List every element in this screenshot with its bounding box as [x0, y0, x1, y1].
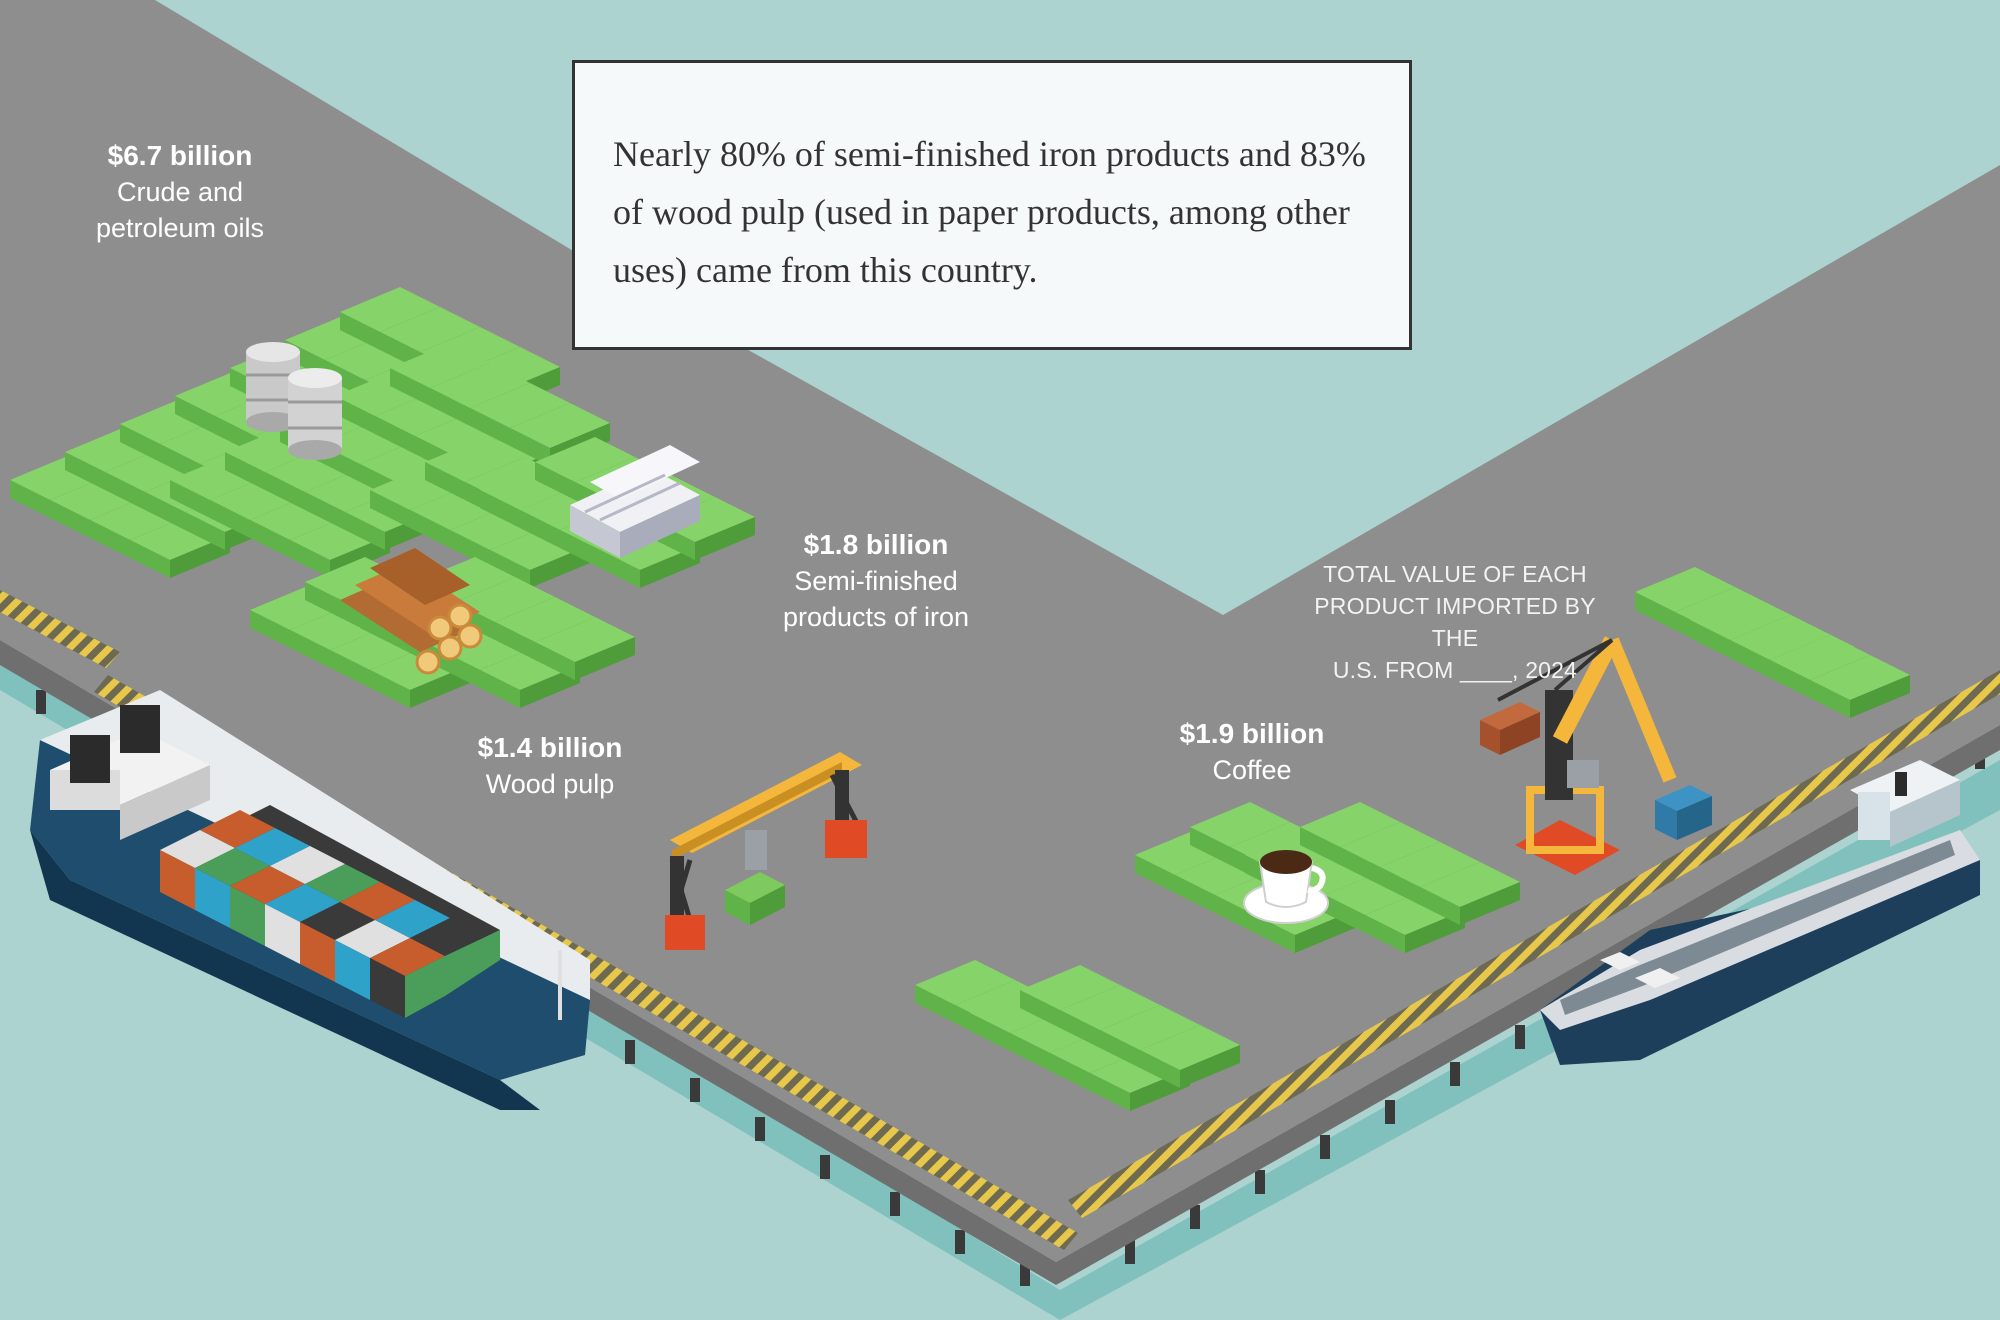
- label-coffee: $1.9 billion Coffee: [1152, 716, 1352, 788]
- logs-icon: [340, 548, 483, 675]
- caption-line-3: U.S. FROM ____, 2024: [1332, 657, 1578, 683]
- label-iron: $1.8 billion Semi-finished products of i…: [756, 527, 996, 635]
- label-wood-pulp: $1.4 billion Wood pulp: [450, 730, 650, 802]
- oil-barrels-icon: [246, 342, 342, 460]
- label-crude-oil: $6.7 billion Crude and petroleum oils: [80, 138, 280, 246]
- value-crude-oil: $6.7 billion: [107, 140, 253, 171]
- quote-box: Nearly 80% of semi-finished iron product…: [572, 60, 1412, 350]
- product-wood-pulp: Wood pulp: [485, 769, 615, 799]
- coffee-cup-icon: [1243, 850, 1329, 924]
- product-crude-oil-line1: Crude and: [116, 177, 244, 207]
- product-crude-oil-line2: petroleum oils: [95, 213, 265, 243]
- dock-edge: [0, 640, 2000, 1285]
- chart-caption: TOTAL VALUE OF EACH PRODUCT IMPORTED BY …: [1290, 558, 1620, 686]
- product-iron-line2: products of iron: [782, 602, 970, 632]
- value-iron: $1.8 billion: [803, 529, 949, 560]
- product-iron-line1: Semi-finished: [794, 566, 958, 596]
- value-coffee: $1.9 billion: [1179, 718, 1325, 749]
- iron-beams-icon: [570, 445, 700, 558]
- harbor-crane: [1480, 636, 1712, 875]
- barge-ship: [1540, 760, 1980, 1065]
- dock-surface: [0, 0, 2000, 1262]
- cash-stacks-oil: [10, 287, 610, 578]
- product-coffee: Coffee: [1212, 755, 1292, 785]
- quote-text: Nearly 80% of semi-finished iron product…: [613, 134, 1366, 290]
- value-wood-pulp: $1.4 billion: [477, 732, 623, 763]
- container-ship: [30, 690, 590, 1110]
- caption-line-1: TOTAL VALUE OF EACH: [1323, 561, 1587, 587]
- gantry-crane: [665, 752, 867, 950]
- caption-line-2: PRODUCT IMPORTED BY THE: [1314, 593, 1596, 651]
